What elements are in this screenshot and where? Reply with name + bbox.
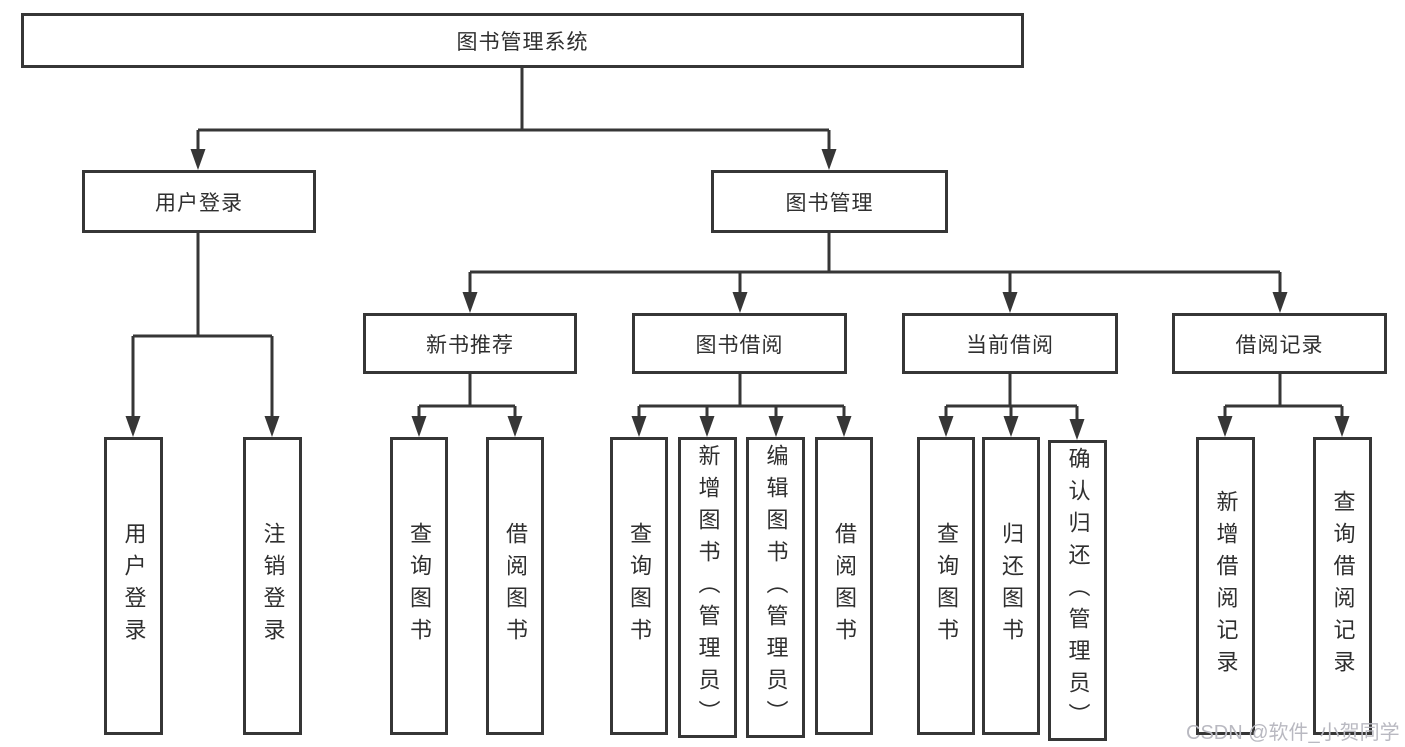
node-leaf-logout: 注销登录 <box>243 437 302 735</box>
node-user-login-branch: 用户登录 <box>82 170 316 233</box>
node-leaf-query-books-current: 查询图书 <box>917 437 975 735</box>
node-label: 用户登录 <box>121 522 147 650</box>
node-leaf-user-login: 用户登录 <box>104 437 163 735</box>
node-label: 图书管理 <box>785 191 874 215</box>
node-leaf-add-books-admin: 新增图书（管理员） <box>678 437 737 738</box>
node-label: 借阅图书 <box>832 522 857 650</box>
node-label: 新增图书（管理员） <box>695 443 721 732</box>
node-label: 图书借阅 <box>695 333 784 357</box>
node-label: 图书管理系统 <box>456 30 589 54</box>
node-borrowing-records: 借阅记录 <box>1172 313 1387 374</box>
node-leaf-query-borrow-record: 查询借阅记录 <box>1313 437 1372 735</box>
node-new-book-recommendation: 新书推荐 <box>363 313 577 374</box>
node-label: 编辑图书（管理员） <box>763 443 789 732</box>
node-current-borrowing: 当前借阅 <box>902 313 1118 374</box>
csdn-watermark: CSDN @软件_小贺同学 <box>1186 722 1400 744</box>
node-library-management-system: 图书管理系统 <box>21 13 1024 68</box>
node-label: 新增借阅记录 <box>1213 490 1239 682</box>
node-label: 查询图书 <box>627 522 652 650</box>
node-book-borrowing: 图书借阅 <box>632 313 847 374</box>
node-label: 归还图书 <box>999 522 1024 650</box>
node-label: 借阅记录 <box>1235 333 1324 357</box>
node-label: 确认归还（管理员） <box>1065 446 1091 735</box>
node-leaf-query-books-borrowing: 查询图书 <box>610 437 668 735</box>
node-label: 当前借阅 <box>966 333 1054 357</box>
node-leaf-add-borrow-record: 新增借阅记录 <box>1196 437 1255 735</box>
node-label: 查询图书 <box>407 522 432 650</box>
node-leaf-borrow-books-recommend: 借阅图书 <box>486 437 544 735</box>
node-leaf-query-books-recommend: 查询图书 <box>390 437 448 735</box>
node-label: 新书推荐 <box>426 333 514 357</box>
node-leaf-confirm-return-admin: 确认归还（管理员） <box>1048 440 1107 741</box>
node-leaf-edit-books-admin: 编辑图书（管理员） <box>746 437 805 738</box>
node-label: 借阅图书 <box>503 522 528 650</box>
node-label: 查询借阅记录 <box>1330 490 1356 682</box>
node-label: 查询图书 <box>934 522 959 650</box>
node-label: 注销登录 <box>260 522 286 650</box>
node-leaf-return-books: 归还图书 <box>982 437 1040 735</box>
node-leaf-borrow-books: 借阅图书 <box>815 437 873 735</box>
node-label: 用户登录 <box>155 191 243 215</box>
node-book-management: 图书管理 <box>711 170 948 233</box>
